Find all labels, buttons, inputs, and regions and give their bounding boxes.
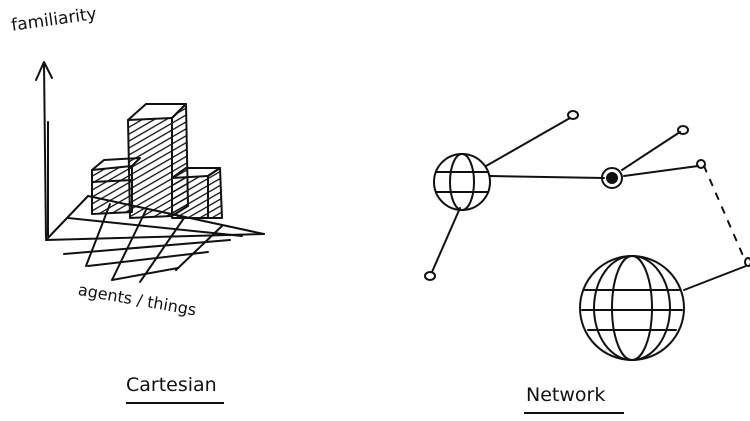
network-diagram bbox=[425, 111, 750, 360]
network-caption: Network bbox=[526, 384, 605, 406]
node-edge-right bbox=[745, 258, 750, 266]
node-bottom-left bbox=[425, 272, 435, 280]
edge-mid-upper bbox=[622, 132, 680, 170]
edge-dashed bbox=[704, 166, 744, 258]
node-upper-right bbox=[678, 126, 688, 134]
network-caption-underline bbox=[524, 412, 624, 414]
edge-mid-right bbox=[624, 166, 698, 176]
cartesian-caption: Cartesian bbox=[126, 374, 217, 396]
cartesian-diagram bbox=[36, 62, 264, 282]
edge-hub-top bbox=[486, 118, 570, 166]
node-right bbox=[697, 160, 705, 168]
y-axis bbox=[44, 64, 46, 238]
globe-node-large bbox=[580, 256, 684, 360]
edge-hub-mid bbox=[490, 176, 604, 178]
edge-hub-bottom bbox=[432, 208, 460, 272]
globe-node-small bbox=[434, 154, 490, 210]
cartesian-caption-underline bbox=[126, 402, 224, 404]
node-top bbox=[568, 111, 578, 119]
edge-big-node bbox=[684, 266, 746, 290]
